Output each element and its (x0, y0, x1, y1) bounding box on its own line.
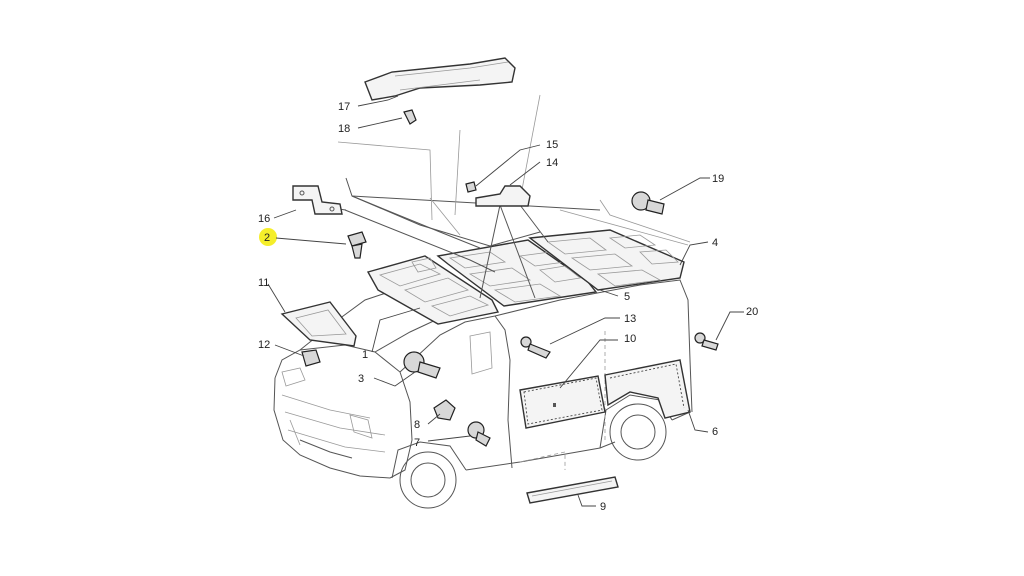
callout-9: 9 (600, 501, 606, 513)
callout-19: 19 (712, 173, 724, 185)
part-3-knob (403, 351, 441, 379)
callout-8: 8 (414, 419, 420, 431)
part-12-bulb (301, 349, 321, 367)
part-2-clip (347, 231, 367, 259)
part-9-trim-strip (526, 476, 619, 504)
callout-14: 14 (546, 157, 558, 169)
side-trim-panel-10 (519, 375, 606, 429)
part-18-screw (403, 109, 417, 125)
callout-2-highlight (259, 228, 277, 246)
callout-18: 18 (338, 123, 350, 135)
callout-6: 6 (712, 426, 718, 438)
part-17-rail (364, 57, 516, 101)
callout-10: 10 (624, 333, 636, 345)
callout-5: 5 (624, 291, 630, 303)
callout-17: 17 (338, 101, 350, 113)
callout-labels: 17 18 16 2 15 14 19 4 5 11 1 12 3 13 10 … (258, 101, 758, 513)
callout-7: 7 (414, 437, 420, 449)
callout-4: 4 (712, 237, 718, 249)
roof-panel-rear (528, 229, 685, 291)
part-15-screw (465, 181, 477, 193)
callout-20: 20 (746, 306, 758, 318)
callout-1: 1 (362, 349, 368, 361)
roof-panel-front (366, 255, 500, 325)
part-7-clip (467, 421, 491, 447)
side-trim-panel-6 (604, 359, 691, 419)
roof-support-rods (479, 204, 549, 299)
callout-15: 15 (546, 139, 558, 151)
part-16-bracket (292, 185, 343, 215)
part-20-screw (694, 332, 719, 351)
part-14-bracket (475, 185, 531, 207)
part-11-lamp (280, 301, 357, 347)
part-19-fastener (631, 191, 665, 215)
leader-lines (267, 95, 744, 507)
part-13-screw (520, 336, 551, 359)
callout-13: 13 (624, 313, 636, 325)
callout-16: 16 (258, 213, 270, 225)
callout-2: 2 (264, 232, 270, 244)
callout-11: 11 (258, 277, 269, 289)
callout-12: 12 (258, 339, 270, 351)
part-8-hook (433, 399, 456, 421)
callout-3: 3 (358, 373, 364, 385)
